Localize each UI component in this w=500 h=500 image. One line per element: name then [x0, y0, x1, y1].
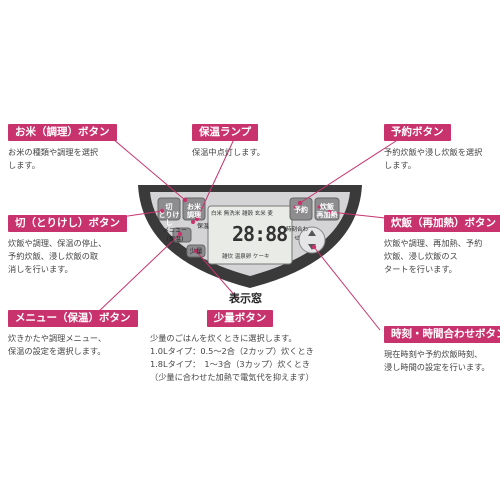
time-set-label: 時刻合わせ [286, 227, 309, 242]
cancel-button-shape [157, 197, 181, 221]
cook-button-shape [314, 197, 340, 221]
timer-button-label: 予約 [294, 206, 308, 214]
callout-cook-button: 炊飯（再加熱）ボタン 炊飯や調理、再加熱、予約 炊飯、浸し炊飯のス タートを行い… [384, 211, 500, 276]
callout-description: 炊きかたや調理メニュー、 保温の設定を選択します。 [8, 333, 107, 356]
callout-title: 炊飯（再加熱）ボタン [384, 215, 500, 232]
connector-cook [329, 211, 386, 219]
callout-description: 炊飯や調理、再加熱、予約 炊飯、浸し炊飯のス タートを行います。 [384, 238, 483, 274]
small-button-label: 少量 [189, 247, 203, 255]
callout-timer-button: 予約ボタン 予約炊飯や浸し炊飯を選択 します。 [384, 120, 499, 172]
callout-small-amount-button: 少量ボタン 少量のごはんを炊くときに選択します。 1.0Lタイプ：0.5～2合（… [150, 306, 340, 384]
callout-description: 予約炊飯や浸し炊飯を選択 します。 [384, 147, 483, 170]
rice-button-label: お米 調理 [187, 203, 201, 219]
callout-title: 保温ランプ [192, 124, 259, 141]
up-arrow-icon [308, 230, 316, 236]
timer-lamp [293, 205, 297, 209]
callout-description: 現在時刻や予約炊飯時刻、 浸し時間の設定を行います。 [384, 349, 490, 372]
connector-clock [313, 246, 381, 331]
callout-rice-button: お米（調理）ボタン お米の種類や調理を選択 します。 [8, 120, 158, 172]
callout-cancel-button: 切（とりけし）ボタン 炊飯や調理、保温の停止、 予約炊飯、浸し炊飯の取 消しを行… [8, 211, 148, 276]
connector-small [195, 250, 238, 299]
callout-title: 少量ボタン [206, 310, 274, 327]
display-time-digits: 28:88 [232, 222, 288, 246]
callout-menu-button: メニュー（保温）ボタン 炊きかたや調理メニュー、 保温の設定を選択します。 [8, 306, 148, 358]
callout-description: 炊飯や調理、保温の停止、 予約炊飯、浸し炊飯の取 消しを行います。 [8, 238, 107, 274]
connector-keep-warm [196, 136, 236, 220]
display-bottom-words: 雑炊 温泉卵 ケーキ [222, 254, 270, 260]
callout-title: 予約ボタン [384, 124, 451, 141]
time-dial [298, 226, 326, 254]
menu-button-shape [172, 227, 192, 243]
display-menu-words: 白米 無洗米 雑穀 玄米 麦 [211, 211, 273, 217]
cook-button-label: 炊飯 再加熱 [316, 203, 338, 219]
display-window-caption: 表示窓 [229, 292, 262, 305]
callout-title: お米（調理）ボタン [8, 124, 117, 141]
callout-clock-button: 時刻・時間合わせボタン 現在時刻や予約炊飯時刻、 浸し時間の設定を行います。 [384, 322, 500, 374]
keep-warm-label: 保温 [196, 223, 209, 230]
callout-keep-warm-lamp: 保温ランプ 保温中点灯します。 [192, 120, 302, 159]
connector-menu [95, 233, 181, 315]
connector-dots [159, 197, 333, 254]
callout-description: お米の種類や調理を選択 します。 [8, 147, 99, 170]
timer-button-shape [289, 197, 313, 221]
keep-warm-lamp [191, 220, 195, 224]
display-window [207, 205, 293, 265]
connector-lines [95, 127, 414, 331]
callout-description: 少量のごはんを炊くときに選択します。 1.0Lタイプ：0.5～2合（2カップ）炊… [150, 333, 314, 382]
callout-description: 保温中点灯します。 [192, 147, 265, 157]
callout-title: メニュー（保温）ボタン [8, 310, 138, 327]
menu-button-label: メニュー (保温) [162, 227, 187, 243]
cook-lamp [317, 205, 321, 209]
callout-title: 時刻・時間合わせボタン [384, 326, 500, 343]
connector-timer [299, 129, 414, 204]
cancel-button-label: 切 とりけし [158, 203, 180, 227]
callout-title: 切（とりけし）ボタン [8, 215, 127, 232]
